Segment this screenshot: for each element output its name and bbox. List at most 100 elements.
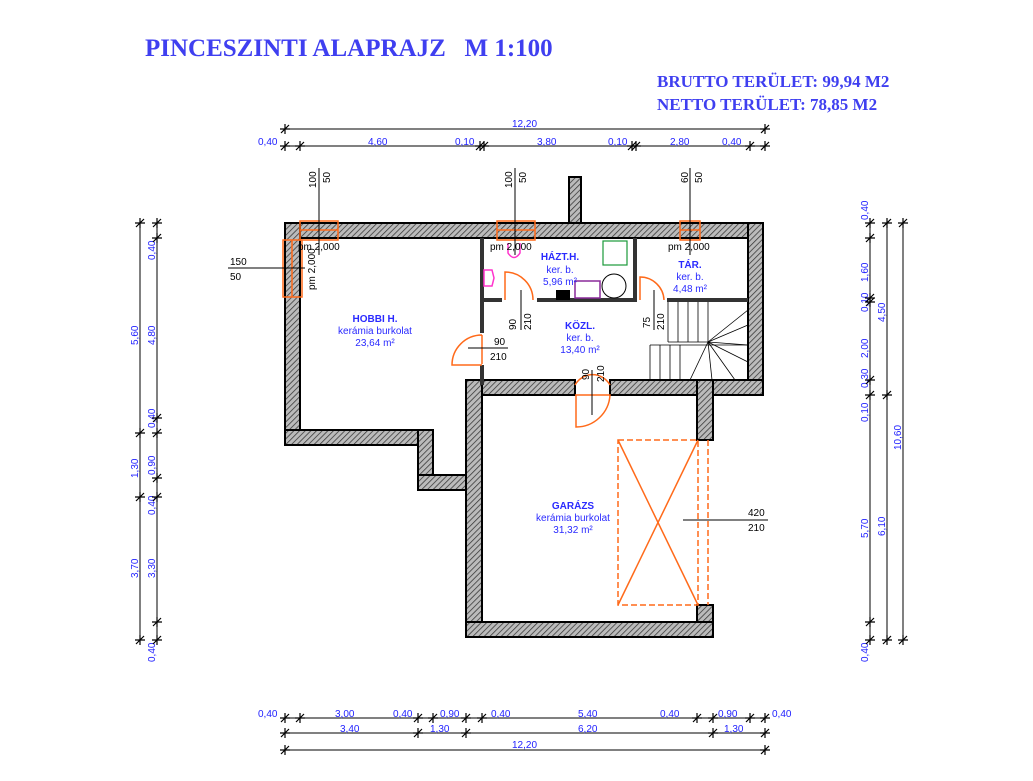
room-garazs: GARÁZS kerámia burkolat 31,32 m²	[536, 499, 610, 536]
svg-text:0,30: 0,30	[860, 368, 871, 388]
dimension-tick	[152, 413, 162, 423]
dimension-tick	[865, 218, 875, 228]
svg-text:5,96 m²: 5,96 m²	[543, 277, 578, 288]
dimension-tick	[760, 745, 770, 755]
svg-text:210: 210	[596, 365, 607, 382]
dimension-tick	[280, 713, 290, 723]
svg-text:ker. b.: ker. b.	[566, 333, 593, 344]
svg-text:1,30: 1,30	[724, 724, 744, 735]
svg-text:50: 50	[230, 272, 242, 283]
fixtures	[483, 240, 628, 300]
svg-text:KÖZL.: KÖZL.	[565, 319, 595, 332]
dimension-tick	[413, 713, 423, 723]
svg-text:4,80: 4,80	[147, 325, 158, 345]
dimension-tick	[882, 218, 892, 228]
svg-text:pm 2,000: pm 2,000	[298, 242, 340, 253]
svg-text:210: 210	[490, 352, 507, 363]
gross-area: BRUTTO TERÜLET: 99,94 M2	[657, 72, 889, 91]
dimension-tick	[898, 218, 908, 228]
dimension-tick	[760, 124, 770, 134]
dimension-tick	[882, 635, 892, 645]
dimension-tick	[692, 713, 702, 723]
dimension-tick	[135, 492, 145, 502]
svg-text:1,30: 1,30	[130, 458, 141, 478]
room-tarolo: TÁR. ker. b. 4,48 m²	[673, 258, 708, 295]
svg-text:6,10: 6,10	[877, 516, 888, 536]
dimension-ticks	[135, 124, 908, 755]
boiler	[602, 240, 628, 266]
dimension-tick	[152, 617, 162, 627]
svg-text:31,32 m²: 31,32 m²	[553, 525, 593, 536]
dimension-tick	[865, 617, 875, 627]
svg-text:1,30: 1,30	[430, 724, 450, 735]
washing-machine	[574, 280, 601, 299]
svg-text:420: 420	[748, 508, 765, 519]
svg-text:GARÁZS: GARÁZS	[552, 499, 595, 512]
dimension-tick	[135, 218, 145, 228]
dimension-tick	[745, 141, 755, 151]
dimension-tick	[631, 141, 641, 151]
svg-text:5,40: 5,40	[578, 709, 598, 720]
dimension-tick	[760, 728, 770, 738]
svg-text:4,48 m²: 4,48 m²	[673, 284, 708, 295]
dimension-tick	[152, 218, 162, 228]
svg-text:5,70: 5,70	[860, 518, 871, 538]
svg-text:0,10: 0,10	[455, 137, 475, 148]
svg-text:3,80: 3,80	[537, 137, 557, 148]
staircase	[649, 302, 749, 381]
svg-text:pm 2,000: pm 2,000	[490, 242, 532, 253]
dimension-tick	[461, 713, 471, 723]
dimension-tick	[152, 233, 162, 243]
dimension-tick	[152, 473, 162, 483]
svg-text:0,40: 0,40	[147, 642, 158, 662]
svg-text:0,40: 0,40	[258, 137, 278, 148]
dimension-tick	[152, 635, 162, 645]
svg-text:0,40: 0,40	[722, 137, 742, 148]
svg-text:50: 50	[322, 171, 333, 183]
dimension-tick	[882, 390, 892, 400]
dimension-tick	[295, 713, 305, 723]
svg-text:0,90: 0,90	[147, 455, 158, 475]
dimension-tick	[135, 428, 145, 438]
dimension-labels-top: 12,20 0,40 4,60 0,10 3,80 0,10 2,80 0,40	[258, 119, 742, 148]
dimension-tick	[280, 728, 290, 738]
walls	[284, 176, 764, 638]
svg-text:12,20: 12,20	[512, 119, 537, 130]
svg-text:TÁR.: TÁR.	[678, 258, 702, 271]
dimension-labels-bottom: 0,40 3,00 0,40 0,90 0,40 5,40 0,40 0,90 …	[258, 709, 792, 751]
svg-text:kerámia burkolat: kerámia burkolat	[536, 513, 610, 524]
svg-text:0,40: 0,40	[147, 495, 158, 515]
svg-text:90: 90	[494, 337, 506, 348]
svg-text:75: 75	[642, 316, 653, 328]
svg-text:0,40: 0,40	[147, 240, 158, 260]
dimension-labels-left: 5,60 1,30 3,70 0,40 0,40 4,80 0,40 0,90 …	[130, 240, 158, 662]
net-area: NETTO TERÜLET: 78,85 M2	[657, 95, 877, 114]
opening-labels: 100 50 100 50 60 50 pm 2,000 pm 2,000 pm…	[228, 168, 768, 534]
dimension-tick	[152, 428, 162, 438]
svg-text:2,00: 2,00	[860, 338, 871, 358]
dimension-lines	[139, 128, 904, 751]
svg-text:2,80: 2,80	[670, 137, 690, 148]
dimension-tick	[280, 745, 290, 755]
svg-text:210: 210	[748, 523, 765, 534]
svg-text:50: 50	[518, 171, 529, 183]
svg-text:210: 210	[656, 313, 667, 330]
svg-text:0,40: 0,40	[491, 709, 511, 720]
svg-text:0,40: 0,40	[660, 709, 680, 720]
svg-text:ker. b.: ker. b.	[546, 265, 573, 276]
svg-text:0,40: 0,40	[258, 709, 278, 720]
svg-text:pm 2,000: pm 2,000	[307, 248, 318, 290]
svg-text:150: 150	[230, 257, 247, 268]
svg-text:210: 210	[523, 313, 534, 330]
dimension-tick	[865, 375, 875, 385]
svg-text:60: 60	[680, 171, 691, 183]
dimension-tick	[461, 728, 471, 738]
dimension-labels-right: 0,40 1,60 0,10 2,00 0,30 0,10 5,70 0,40 …	[860, 200, 904, 662]
dimension-tick	[295, 141, 305, 151]
svg-text:12,20: 12,20	[512, 740, 537, 751]
plan-title: PINCESZINTI ALAPRAJZ M 1:100	[145, 35, 553, 62]
svg-text:3,70: 3,70	[130, 558, 141, 578]
dimension-tick	[708, 728, 718, 738]
svg-text:kerámia burkolat: kerámia burkolat	[338, 326, 412, 337]
svg-text:4,60: 4,60	[368, 137, 388, 148]
